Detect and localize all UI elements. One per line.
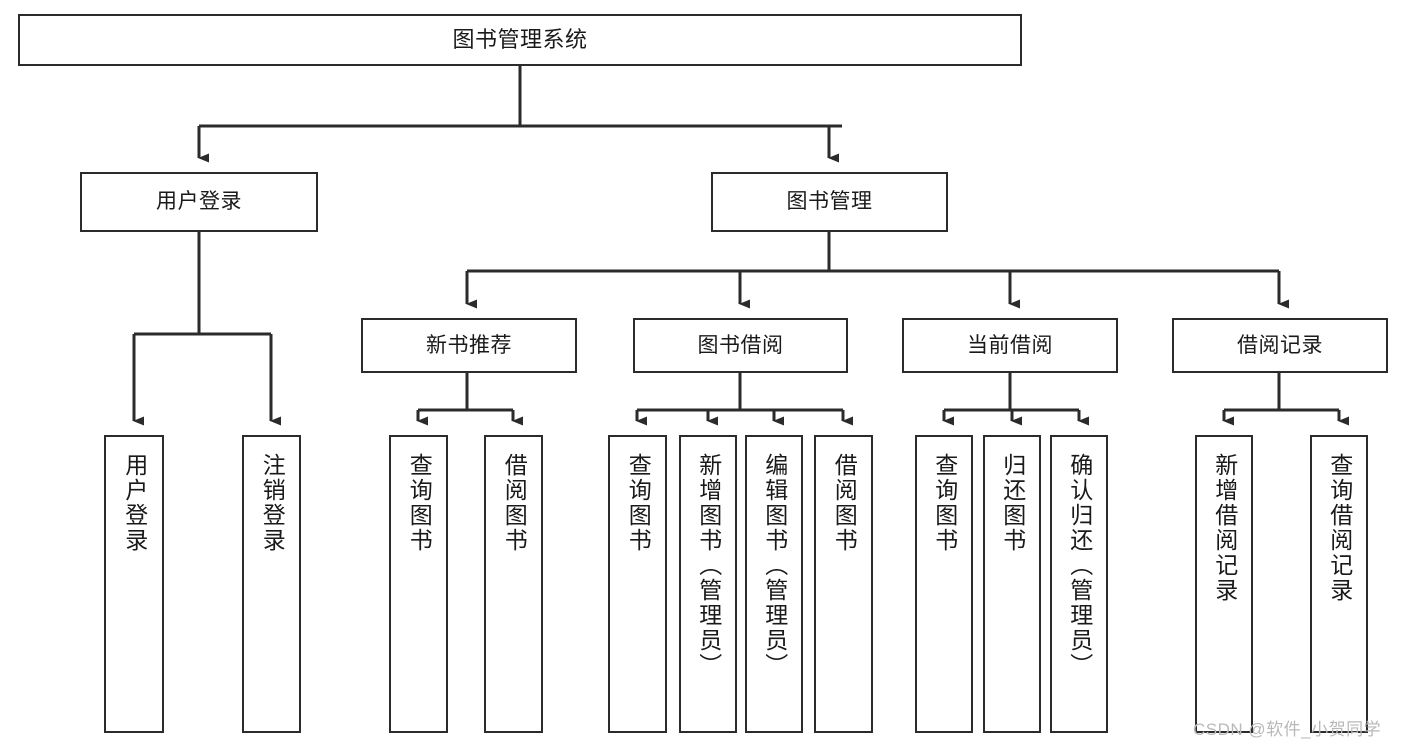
node-book-manage-label: 图书管理 [786,190,873,214]
node-user-login-label: 用户登录 [156,190,242,214]
node-new-book-recommend-label: 新书推荐 [426,333,512,357]
node-current-borrow-label: 当前借阅 [967,333,1053,357]
leaf-add-book[interactable]: 新增图书（管理员） [679,435,737,733]
leaf-user-login[interactable]: 用户登录 [104,435,164,733]
leaf-return-book-label: 归还图书 [999,453,1026,553]
leaf-add-record-label: 新增借阅记录 [1211,453,1238,603]
leaf-borrow-book-2-label: 借阅图书 [831,453,858,553]
leaf-add-book-label: 新增图书（管理员） [695,453,722,678]
leaf-edit-book-label: 编辑图书（管理员） [761,453,788,678]
node-book-manage[interactable]: 图书管理 [711,172,948,232]
node-root-label: 图书管理系统 [452,26,588,52]
leaf-add-record[interactable]: 新增借阅记录 [1195,435,1253,733]
node-user-login[interactable]: 用户登录 [80,172,318,232]
node-new-book-recommend[interactable]: 新书推荐 [361,318,577,373]
node-borrow-record-label: 借阅记录 [1237,333,1323,357]
leaf-borrow-book-1-label: 借阅图书 [501,453,528,553]
leaf-logout[interactable]: 注销登录 [242,435,301,733]
leaf-query-book-3-label: 查询图书 [931,453,958,553]
leaf-borrow-book-2[interactable]: 借阅图书 [814,435,873,733]
leaf-borrow-book-1[interactable]: 借阅图书 [484,435,543,733]
node-book-borrow-label: 图书借阅 [697,333,784,357]
csdn-watermark: CSDN @软件_小贺同学 [1193,720,1382,739]
leaf-logout-label: 注销登录 [259,453,286,553]
leaf-query-book-2[interactable]: 查询图书 [608,435,667,733]
leaf-edit-book[interactable]: 编辑图书（管理员） [745,435,803,733]
leaf-query-record-label: 查询借阅记录 [1326,453,1353,603]
leaf-confirm-return-label: 确认归还（管理员） [1066,453,1093,678]
leaf-return-book[interactable]: 归还图书 [983,435,1041,733]
node-borrow-record[interactable]: 借阅记录 [1172,318,1388,373]
node-root[interactable]: 图书管理系统 [18,14,1022,66]
leaf-query-record[interactable]: 查询借阅记录 [1310,435,1368,733]
leaf-user-login-label: 用户登录 [121,453,148,553]
node-current-borrow[interactable]: 当前借阅 [902,318,1118,373]
leaf-query-book-3[interactable]: 查询图书 [915,435,973,733]
node-book-borrow[interactable]: 图书借阅 [633,318,848,373]
leaf-query-book-1-label: 查询图书 [406,453,433,553]
leaf-query-book-2-label: 查询图书 [625,453,652,553]
leaf-query-book-1[interactable]: 查询图书 [389,435,448,733]
leaf-confirm-return[interactable]: 确认归还（管理员） [1050,435,1108,733]
